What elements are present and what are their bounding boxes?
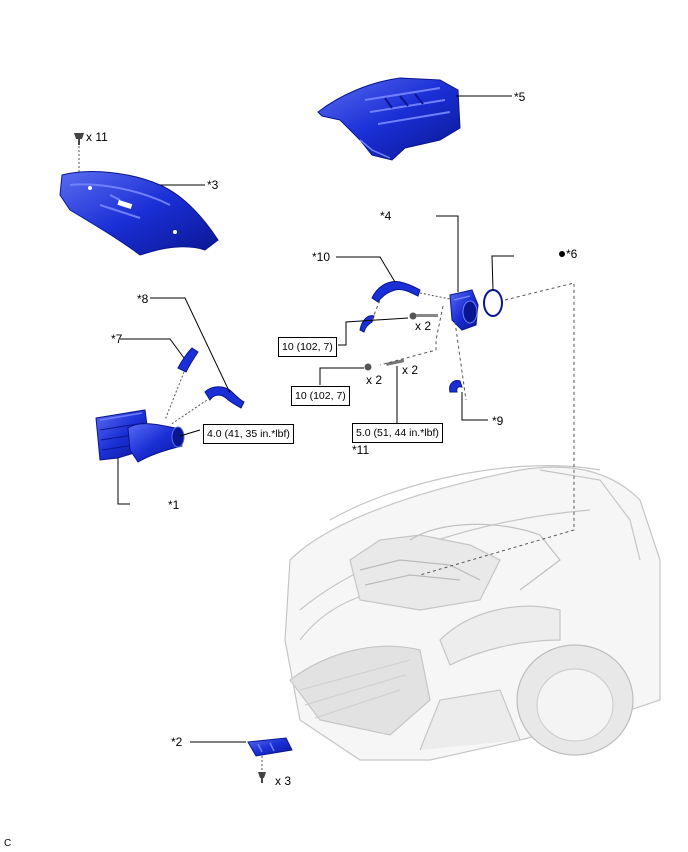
nut-fastener: [364, 363, 372, 371]
clip-fastener: [74, 133, 84, 172]
engine-cover-part: [317, 77, 461, 161]
bullet-dot: [559, 251, 565, 257]
hose-part-9: [449, 380, 463, 393]
bracket-part: [247, 737, 293, 783]
quantity-bolt: x 2: [415, 319, 432, 333]
label-part-2: *2: [171, 735, 183, 749]
label-part-8: *8: [137, 292, 149, 306]
label-part-11: *11: [352, 443, 370, 457]
label-part-9: *9: [492, 414, 504, 428]
stud-fastener: [385, 359, 405, 366]
label-part-5: *5: [514, 90, 526, 104]
label-part-3: *3: [207, 178, 219, 192]
torque-spec-stud: 5.0 (51, 44 in.*lbf): [352, 423, 443, 443]
air-cleaner-part: [95, 409, 185, 463]
throttle-body-part: [449, 289, 479, 331]
quantity-stud: x 2: [402, 363, 419, 377]
hose-part-10: [359, 281, 456, 333]
gasket-part: [483, 289, 503, 317]
quantity-nut: x 2: [366, 373, 383, 387]
label-part-1: *1: [168, 498, 180, 512]
label-part-10: *10: [312, 250, 331, 264]
dashed-guides: [371, 282, 575, 576]
quantity-clip: x 11: [86, 130, 108, 144]
corner-code: C: [4, 838, 12, 849]
vehicle-front-illustration: [284, 465, 661, 761]
hose-part-8: [169, 386, 245, 426]
torque-spec-bolt: 10 (102, 7): [278, 337, 337, 357]
hose-part-7: [164, 347, 199, 421]
torque-spec-clamp: 4.0 (41, 35 in.*lbf): [203, 424, 294, 444]
torque-spec-nut: 10 (102, 7): [291, 386, 350, 406]
label-part-4: *4: [380, 209, 392, 223]
leader-lines: [117, 95, 514, 743]
quantity-screw: x 3: [275, 774, 292, 788]
intake-duct-part: [59, 171, 219, 256]
label-part-6: *6: [566, 247, 578, 261]
bolt-fastener: [409, 312, 438, 320]
label-part-7: *7: [111, 332, 123, 346]
